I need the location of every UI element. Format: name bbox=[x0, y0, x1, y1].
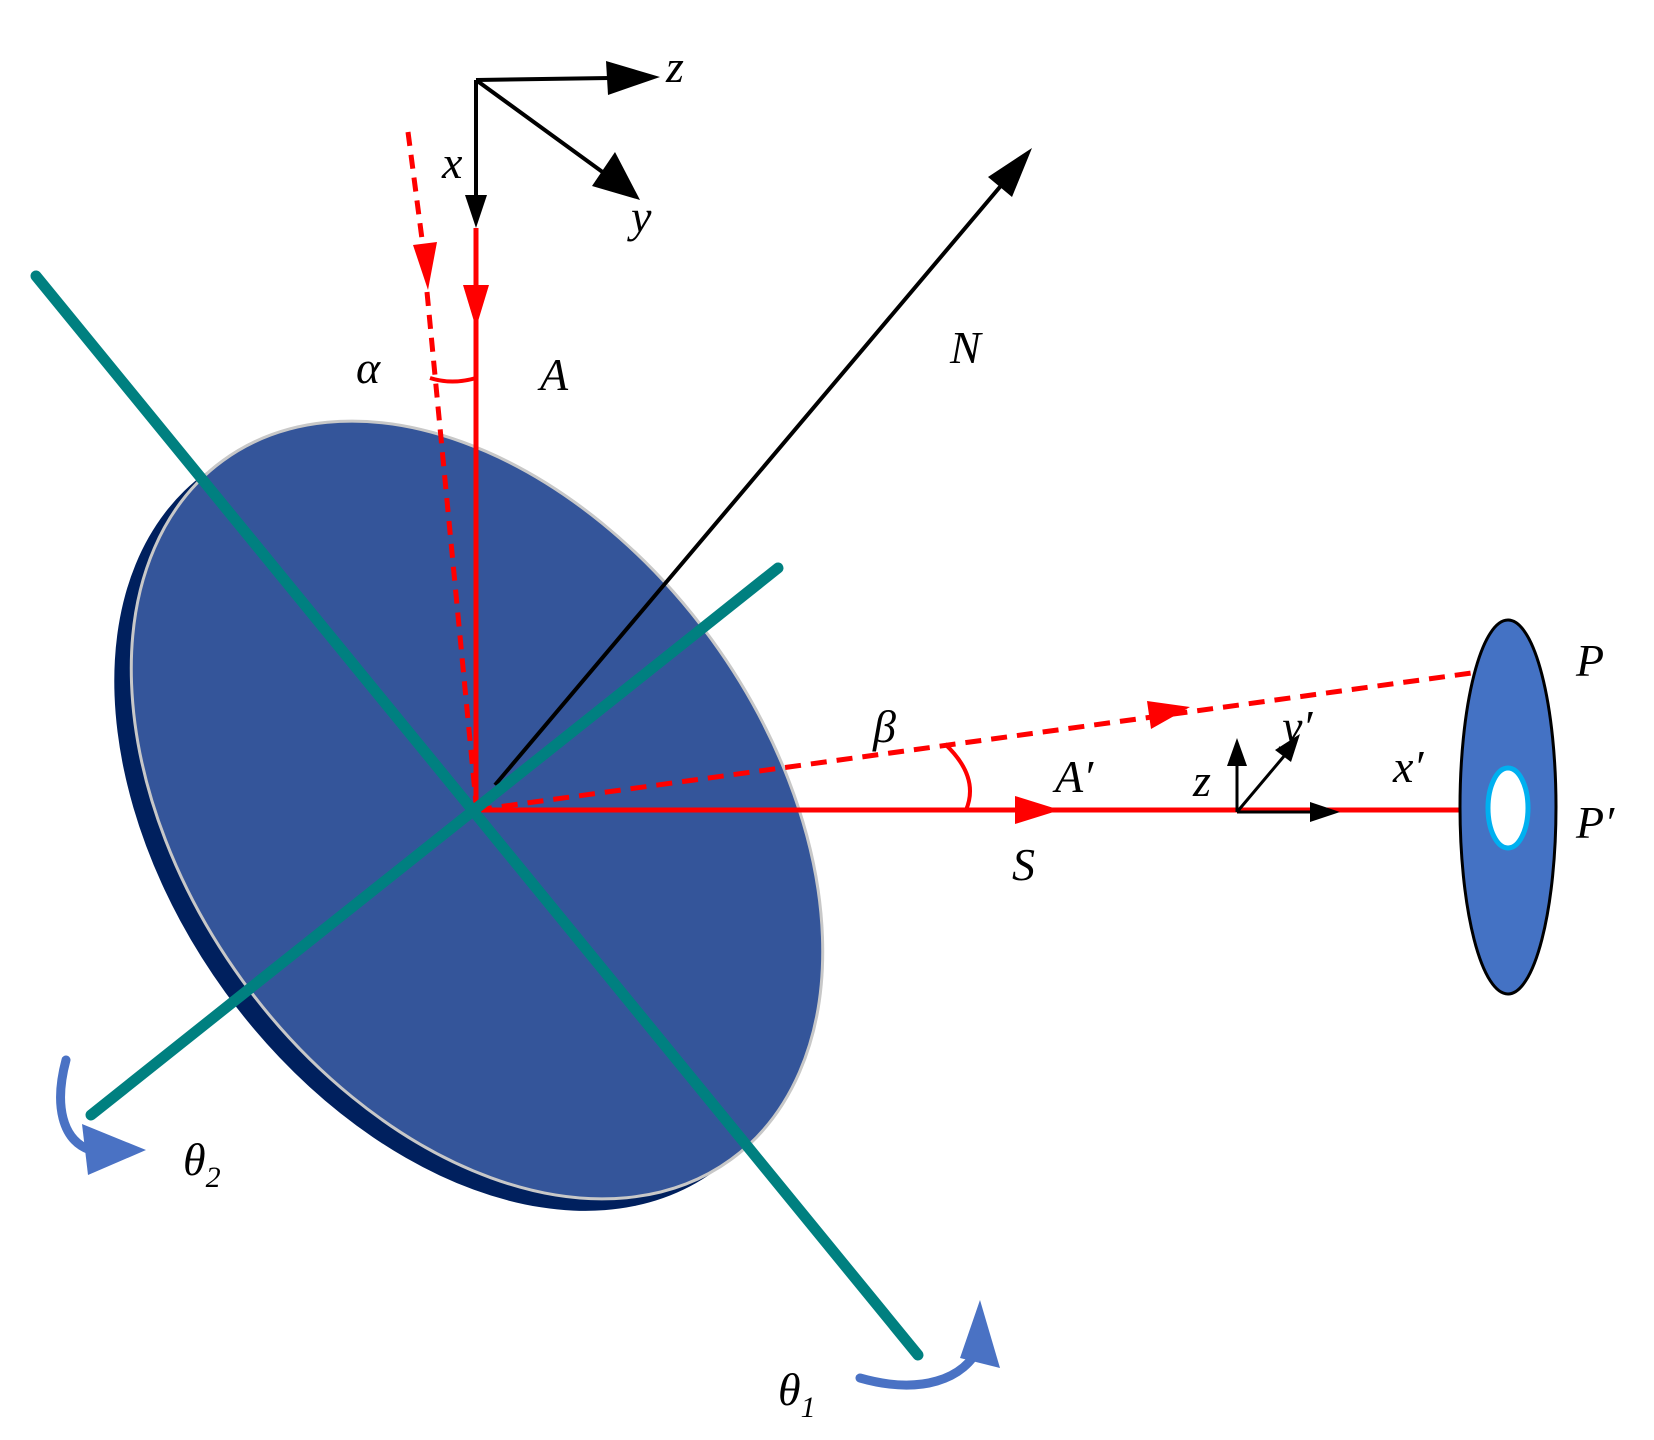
y-axis-top-arrowhead bbox=[592, 152, 640, 200]
label-A-prime: A′ bbox=[1052, 751, 1094, 802]
label-y-prime: y′ bbox=[1278, 701, 1313, 752]
mirror-normal-N bbox=[493, 148, 1032, 787]
label-theta2: θ2 bbox=[183, 1134, 221, 1194]
y-axis-local bbox=[1235, 754, 1287, 813]
label-S: S bbox=[1012, 839, 1035, 890]
label-A: A bbox=[537, 349, 569, 400]
rotation-arrow-theta2 bbox=[56, 1055, 146, 1175]
reflected-beam-nominal bbox=[476, 796, 1508, 824]
label-N: N bbox=[949, 322, 983, 373]
y-axis-local-arrowhead bbox=[1275, 734, 1300, 762]
mirror-normal-arrowhead bbox=[988, 148, 1032, 197]
rotation-axis-theta1 bbox=[30, 270, 924, 1361]
label-P-prime: P′ bbox=[1575, 797, 1615, 848]
target-aperture bbox=[1485, 765, 1531, 851]
x-axis-local-arrowhead bbox=[1310, 802, 1340, 822]
label-P: P bbox=[1575, 635, 1604, 686]
label-y-top: y bbox=[627, 191, 652, 242]
label-alpha: α bbox=[356, 342, 381, 393]
incident-beam-nominal-arrowhead bbox=[463, 285, 489, 328]
reflected-beam-nominal-arrowhead bbox=[1015, 796, 1060, 824]
local-coordinate-frame bbox=[1227, 734, 1340, 822]
alpha-angle-arc bbox=[429, 376, 477, 384]
reflected-beam-deviated-arrowhead bbox=[1147, 701, 1190, 729]
label-x-prime: x′ bbox=[1392, 741, 1424, 792]
incident-beam-deviated-arrowhead bbox=[413, 242, 437, 290]
y-axis-top bbox=[474, 78, 610, 178]
reflected-beam-deviated bbox=[475, 665, 1509, 813]
rotation-axis-theta2 bbox=[85, 562, 784, 1121]
rotation-arrow-theta1 bbox=[855, 1300, 1000, 1390]
z-axis-top bbox=[475, 76, 611, 82]
x-axis-top-arrowhead bbox=[465, 195, 487, 228]
incident-beam-deviated bbox=[405, 131, 479, 804]
label-z-local: z bbox=[1192, 755, 1211, 806]
label-beta: β bbox=[872, 701, 896, 752]
label-z-top: z bbox=[665, 41, 684, 92]
label-theta1: θ1 bbox=[778, 1364, 816, 1424]
beta-angle-arc bbox=[943, 742, 972, 811]
z-axis-top-arrowhead bbox=[606, 61, 660, 95]
top-coordinate-frame bbox=[465, 61, 660, 228]
incident-beam-nominal bbox=[463, 228, 489, 810]
z-axis-local-arrowhead bbox=[1227, 738, 1247, 766]
label-x-top: x bbox=[441, 137, 463, 188]
